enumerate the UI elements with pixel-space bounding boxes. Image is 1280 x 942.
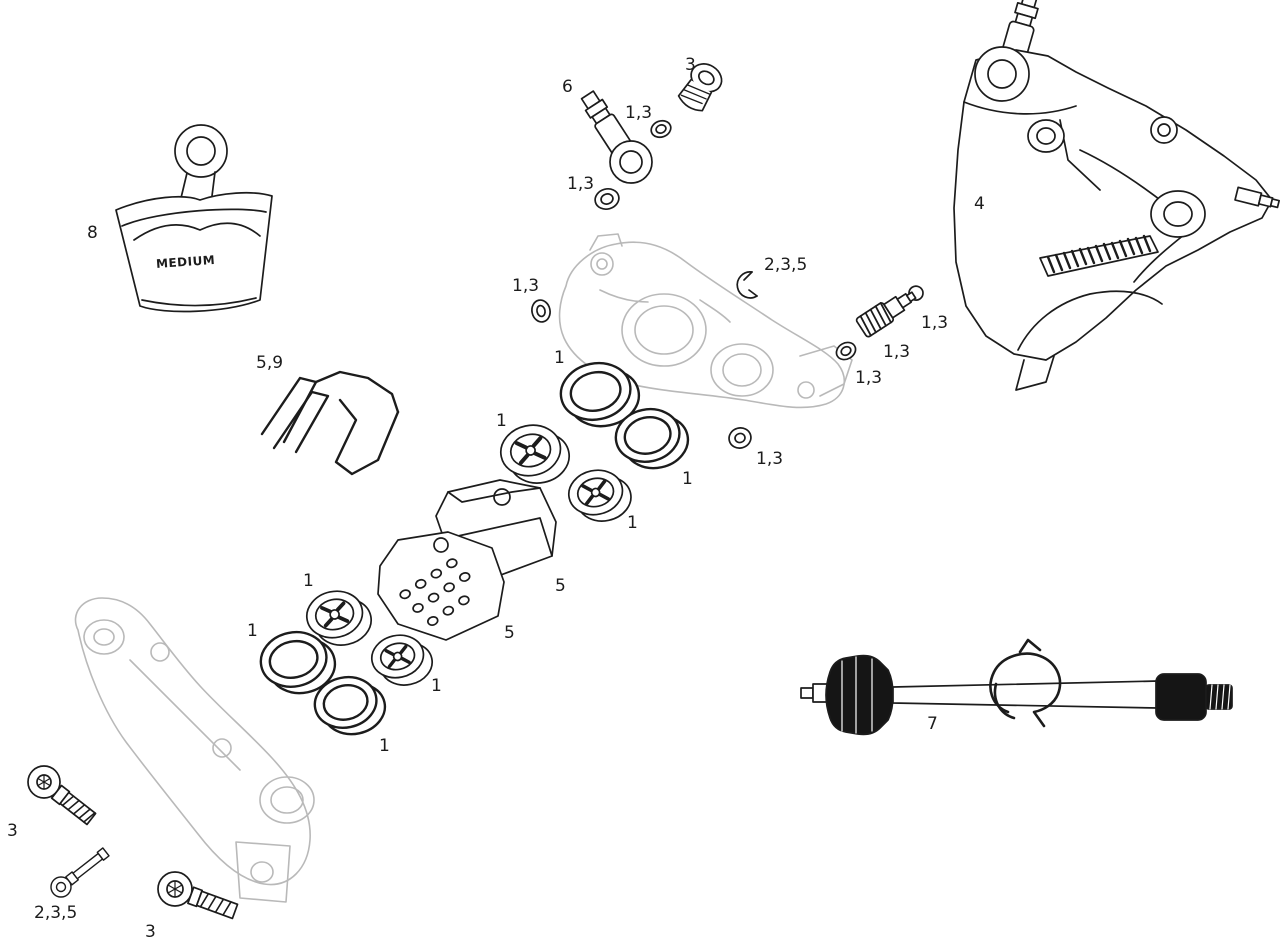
part-3-caliper-bolt-a	[27, 765, 97, 826]
callout-1-b: 1	[496, 411, 507, 431]
part-13-washer-b	[594, 188, 620, 210]
callout-13-g: 1,3	[756, 449, 783, 469]
callout-3-c: 3	[145, 922, 156, 942]
part-235-screw	[50, 847, 110, 898]
part-1-seal-a	[559, 361, 641, 428]
callout-1-a: 1	[554, 348, 565, 368]
part-1-piston-a	[499, 424, 570, 484]
callout-13-f: 1,3	[855, 368, 882, 388]
axle-knob	[825, 654, 894, 736]
part-1-piston-b	[567, 469, 632, 522]
part-3-bleed-fitting	[677, 63, 723, 112]
part-6-banjo-fitting	[580, 90, 653, 184]
part-59-pad-spring	[260, 370, 400, 476]
callout-3-top: 3	[685, 55, 696, 75]
callout-13-a: 1,3	[625, 103, 652, 123]
part-235-clip	[736, 271, 758, 299]
callout-4: 4	[974, 194, 985, 214]
callout-1-g: 1	[431, 676, 442, 696]
part-8-pad-set	[115, 124, 273, 313]
callout-1-c: 1	[682, 469, 693, 489]
part-13-washer-a	[650, 119, 672, 139]
callout-1-f: 1	[247, 621, 258, 641]
part-1-piston-c	[305, 590, 372, 646]
callout-7: 7	[927, 714, 938, 734]
callout-235-a: 2,3,5	[764, 255, 807, 275]
callout-labels: 8 6 3 1,3 1,3 4 1,3 2,3,5 1,3 1,3 1,3 1,…	[7, 55, 985, 942]
callout-8: 8	[87, 223, 98, 243]
callout-13-e: 1,3	[883, 342, 910, 362]
pad-compound-text: MEDIUM	[156, 253, 216, 271]
callout-5-b: 5	[504, 623, 515, 643]
callout-235-b: 2,3,5	[34, 903, 77, 923]
callout-13-c: 1,3	[512, 276, 539, 296]
callout-6: 6	[562, 77, 573, 97]
callout-1-h: 1	[379, 736, 390, 756]
part-7-axle-assembly	[800, 638, 1233, 736]
callout-13-d: 1,3	[921, 313, 948, 333]
callout-3-b: 3	[7, 821, 18, 841]
part-1-seal-d	[313, 675, 387, 736]
part-13-washer-c	[531, 299, 551, 323]
callout-1-d: 1	[627, 513, 638, 533]
part-3-fitting-ball-stud	[855, 285, 924, 338]
part-1-seal-b	[614, 407, 690, 470]
callout-5-a: 5	[555, 576, 566, 596]
ghost-caliper-half-rear	[74, 597, 315, 903]
callout-1-e: 1	[303, 571, 314, 591]
part-4-caliper-assembly	[953, 0, 1280, 391]
part-5-pad-backplate	[377, 531, 505, 641]
callout-13-b: 1,3	[567, 174, 594, 194]
part-13-washer-d	[835, 341, 857, 361]
callout-59: 5,9	[256, 353, 283, 373]
part-1-piston-d	[370, 634, 434, 686]
part-3-caliper-bolt-b	[157, 871, 239, 920]
part-1-seal-c	[259, 630, 337, 695]
part-13-washer-e	[728, 427, 752, 449]
